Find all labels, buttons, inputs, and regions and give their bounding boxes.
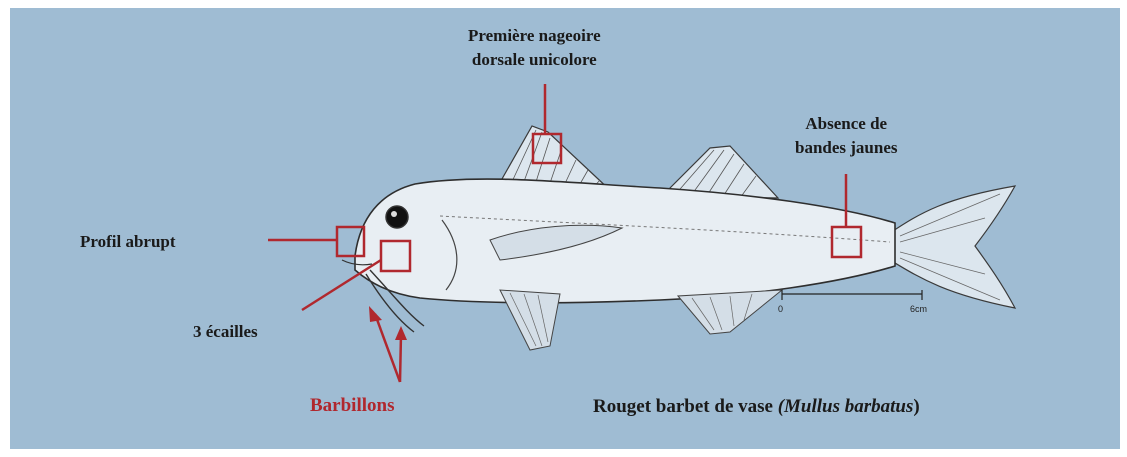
pelvic-fin — [500, 290, 560, 350]
scale-end-label: 6cm — [910, 304, 927, 314]
fish-body — [355, 179, 895, 303]
yellow-bands-label: Absence de bandes jaunes — [795, 112, 898, 160]
scales-label: 3 écailles — [193, 320, 258, 344]
scale-bar — [782, 290, 922, 300]
fish-eye — [386, 206, 408, 228]
dorsal-label-line2: dorsale unicolore — [468, 48, 601, 72]
caudal-fin — [890, 186, 1015, 308]
dorsal-label-line1: Première nageoire — [468, 24, 601, 48]
barbel-arrow-2 — [400, 334, 401, 382]
barbel-arrow-1 — [375, 314, 400, 382]
bands-label-line2: bandes jaunes — [795, 136, 898, 160]
caption-scientific-name: (Mullus barbatus — [778, 396, 914, 417]
species-caption: Rouget barbet de vase (Mullus barbatus) — [593, 395, 920, 419]
diagram-canvas: Première nageoire dorsale unicolore Abse… — [10, 8, 1120, 449]
scales-pointer-line — [302, 260, 381, 310]
fish-illustration — [10, 8, 1120, 449]
barbels-label: Barbillons — [310, 394, 394, 418]
profile-label: Profil abrupt — [80, 230, 176, 254]
scale-start-label: 0 — [778, 304, 783, 314]
dorsal-fin-label: Première nageoire dorsale unicolore — [468, 24, 601, 72]
caption-common-name: Rouget barbet de vase — [593, 396, 778, 417]
bands-label-line1: Absence de — [795, 112, 898, 136]
caption-close-paren: ) — [913, 396, 919, 417]
